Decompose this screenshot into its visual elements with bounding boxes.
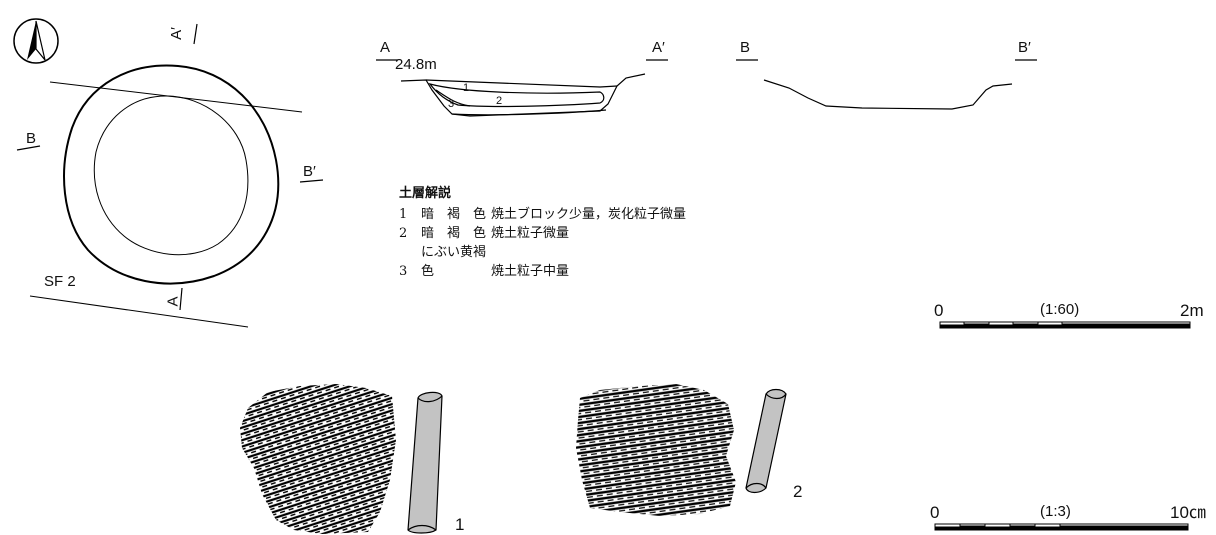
soil-layer-number: 3 [399,264,408,279]
layer-label-1: 1 [463,82,470,94]
soil-layer-description: 焼土粒子微量 [491,226,570,241]
plan-label-a: A [164,296,182,307]
scale-2-ratio: (1:3) [1040,503,1071,520]
profile-a-prime-label: A′ [652,39,665,56]
artifact-1-rubbing [240,384,396,534]
layer-label-3: 3 [448,98,455,110]
artifact-1-number: 1 [455,515,465,534]
soil-legend-row: 2 暗 褐 色焼土粒子微量 [399,224,686,243]
soil-layer-number: 2 [399,226,408,241]
profile-b-prime-label: B′ [1018,39,1031,56]
artifact-2-rubbing [576,384,736,516]
scale-2-start: 0 [930,503,940,522]
north-arrow-icon [13,18,59,64]
artifact-1-section [407,391,443,534]
scale-1-start: 0 [934,301,944,320]
scale-2-end: 10㎝ [1170,503,1206,522]
plan-label-b-prime: B′ [303,163,316,180]
soil-layer-color: 暗 褐 色 [421,226,487,241]
elevation-label: 24.8m [395,56,437,73]
section-b-profile [736,59,1037,110]
scale-bar-1 [939,321,1191,329]
scale-1-ratio: (1:60) [1040,301,1080,318]
soil-layer-color: 暗 褐 色 [421,207,487,222]
soil-legend-title: 土層解説 [399,186,452,201]
artifact-2-section [745,388,787,494]
pit-plan [16,23,324,328]
section-a-profile [376,59,668,117]
soil-layer-color: にぶい黄褐色 [421,245,487,279]
profile-a-label: A [380,39,391,56]
soil-legend-row: 3 にぶい黄褐色焼土粒子中量 [399,243,686,281]
artifact-2-number: 2 [793,482,803,501]
plan-label-b: B [26,130,37,147]
plan-label-a-prime: A′ [167,27,185,40]
soil-legend-row: 1 暗 褐 色焼土ブロック少量，炭化粒子微量 [399,205,686,224]
scale-bar-2 [934,523,1189,531]
feature-id: SF 2 [44,273,76,290]
soil-layer-description: 焼土粒子中量 [491,264,570,279]
profile-b-label: B [740,39,751,56]
soil-layer-description: 焼土ブロック少量，炭化粒子微量 [491,207,687,222]
layer-label-2: 2 [496,95,503,107]
soil-layer-number: 1 [399,207,408,222]
scale-1-end: 2m [1180,301,1204,320]
